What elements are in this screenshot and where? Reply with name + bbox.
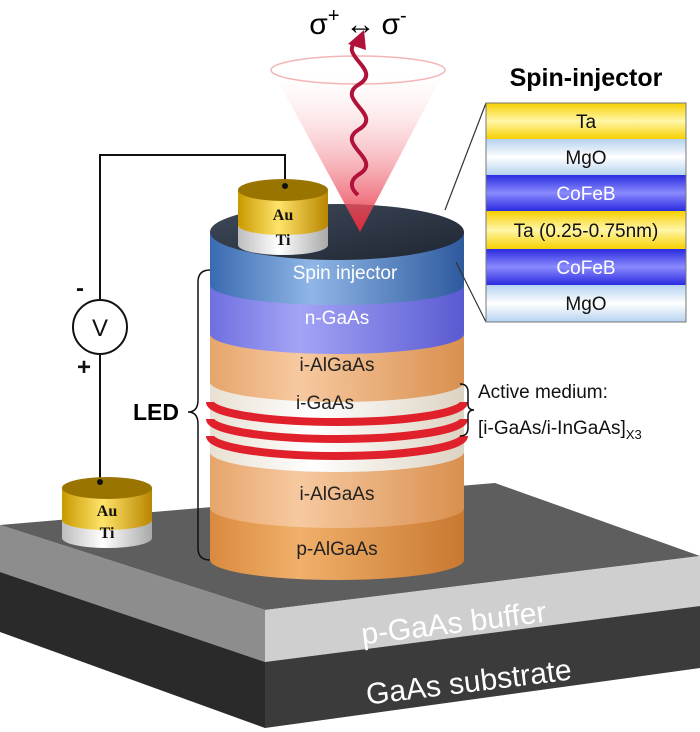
qw-stripe-3 [206, 435, 468, 460]
active-medium-line2: [i-GaAs/i-InGaAs]X3 [478, 418, 642, 442]
panel-layer-cofeb-top [486, 175, 686, 211]
voltmeter-symbol: V [92, 315, 108, 342]
i-algaas-bottom-label: i-AlGaAs [300, 484, 375, 505]
bottom-contact-cap [62, 477, 152, 499]
led-brace [187, 269, 211, 561]
bottom-contact: Au Ti [62, 477, 152, 548]
polarization-label: σ+↔σ- [309, 5, 406, 41]
top-contact-au-label: Au [273, 207, 294, 224]
panel-label-cofeb-bottom: CoFeB [556, 258, 615, 279]
active-medium-brace [459, 383, 475, 437]
wire-top [99, 154, 286, 300]
layer-i-algaas-bottom [210, 452, 464, 528]
active-medium-line1: Active medium: [478, 382, 608, 403]
panel-layer-cofeb-bottom [486, 249, 686, 285]
voltmeter-plus: + [77, 354, 91, 381]
bottom-contact-au-label: Au [97, 503, 118, 520]
voltmeter-minus: - [76, 275, 84, 302]
top-contact-terminal [282, 183, 288, 189]
led-annotation: LED [133, 269, 211, 561]
circuit: V - + [72, 154, 286, 480]
p-algaas-label: p-AlGaAs [296, 539, 377, 560]
panel-layer-ta-mid [486, 211, 686, 249]
zoom-line-top [444, 102, 487, 211]
led-label: LED [133, 399, 179, 425]
buffer-left-face [0, 525, 265, 662]
top-contact-au [238, 190, 328, 235]
led-pillar: Spin injector n-GaAs i-AlGaAs i-GaAs i-A… [206, 204, 468, 580]
panel-border [485, 102, 687, 323]
i-algaas-top-label: i-AlGaAs [300, 355, 375, 376]
panel-label-ta-top: Ta [576, 112, 597, 133]
photon-wave-icon [349, 38, 368, 197]
zoom-line-bottom [455, 261, 487, 323]
qw-stripe-1 [206, 401, 468, 426]
i-gaas-label: i-GaAs [296, 393, 354, 414]
spin-injector-panel: Spin-injector Ta MgO CoFeB Ta (0.25-0.75… [485, 64, 687, 323]
panel-layer-ta-top [486, 103, 686, 139]
spin-injector-label: Spin injector [293, 263, 398, 284]
substrate-front-face [265, 606, 700, 728]
voltmeter-icon [72, 299, 128, 355]
panel-layer-mgo-bottom [486, 285, 686, 322]
n-gaas-label: n-GaAs [305, 308, 369, 329]
layer-p-algaas [210, 508, 464, 580]
panel-label-mgo-top: MgO [565, 148, 606, 169]
panel-label-ta-mid: Ta (0.25-0.75nm) [514, 221, 659, 242]
buffer-front-face [265, 556, 700, 662]
active-medium-annotation: Active medium: [i-GaAs/i-InGaAs]X3 [459, 382, 642, 442]
panel-layer-mgo-top [486, 139, 686, 175]
bottom-contact-ti-label: Ti [100, 525, 115, 542]
qw-stripe-2 [206, 418, 468, 443]
light-beam: σ+↔σ- [270, 5, 446, 232]
panel-label-mgo-bottom: MgO [565, 294, 606, 315]
panel-title: Spin-injector [510, 64, 663, 92]
top-contact: Au Ti [238, 179, 328, 255]
bottom-contact-terminal [97, 479, 103, 485]
photon-arrow-icon [348, 30, 366, 50]
panel-label-cofeb-top: CoFeB [556, 184, 615, 205]
bottom-contact-au [62, 488, 152, 530]
top-contact-ti-label: Ti [276, 232, 291, 249]
substrate-left-face [0, 572, 265, 728]
top-contact-cap [238, 179, 328, 201]
